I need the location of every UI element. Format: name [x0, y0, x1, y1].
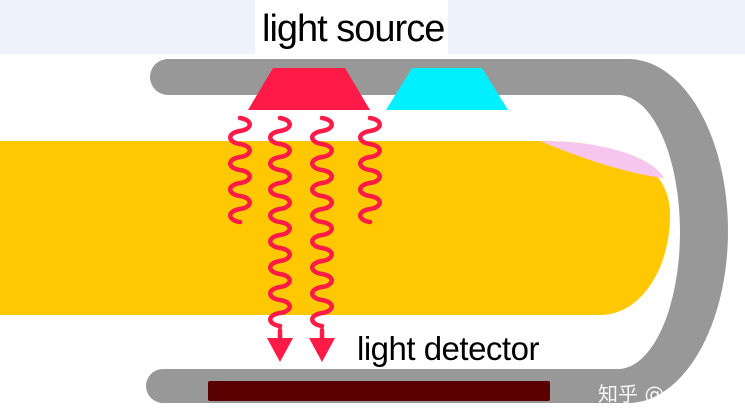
light-detector-label: light detector — [357, 330, 539, 367]
long-wave-1 — [268, 115, 292, 329]
arrow-down-icon — [309, 338, 335, 362]
watermark-text: 知乎 @小企鹅 — [598, 382, 725, 406]
second-emitter — [386, 68, 508, 110]
short-wave-2 — [358, 115, 382, 225]
light-detector — [208, 381, 550, 401]
arrow-down-icon — [267, 338, 293, 362]
clip-housing — [146, 59, 728, 403]
finger — [0, 141, 670, 315]
long-wave-2 — [310, 115, 334, 329]
light-source-label: light source — [262, 8, 445, 50]
light-source-emitter — [248, 68, 370, 110]
fingernail — [540, 141, 664, 178]
short-wave-1 — [228, 115, 252, 225]
label-backdrop — [255, 0, 448, 56]
